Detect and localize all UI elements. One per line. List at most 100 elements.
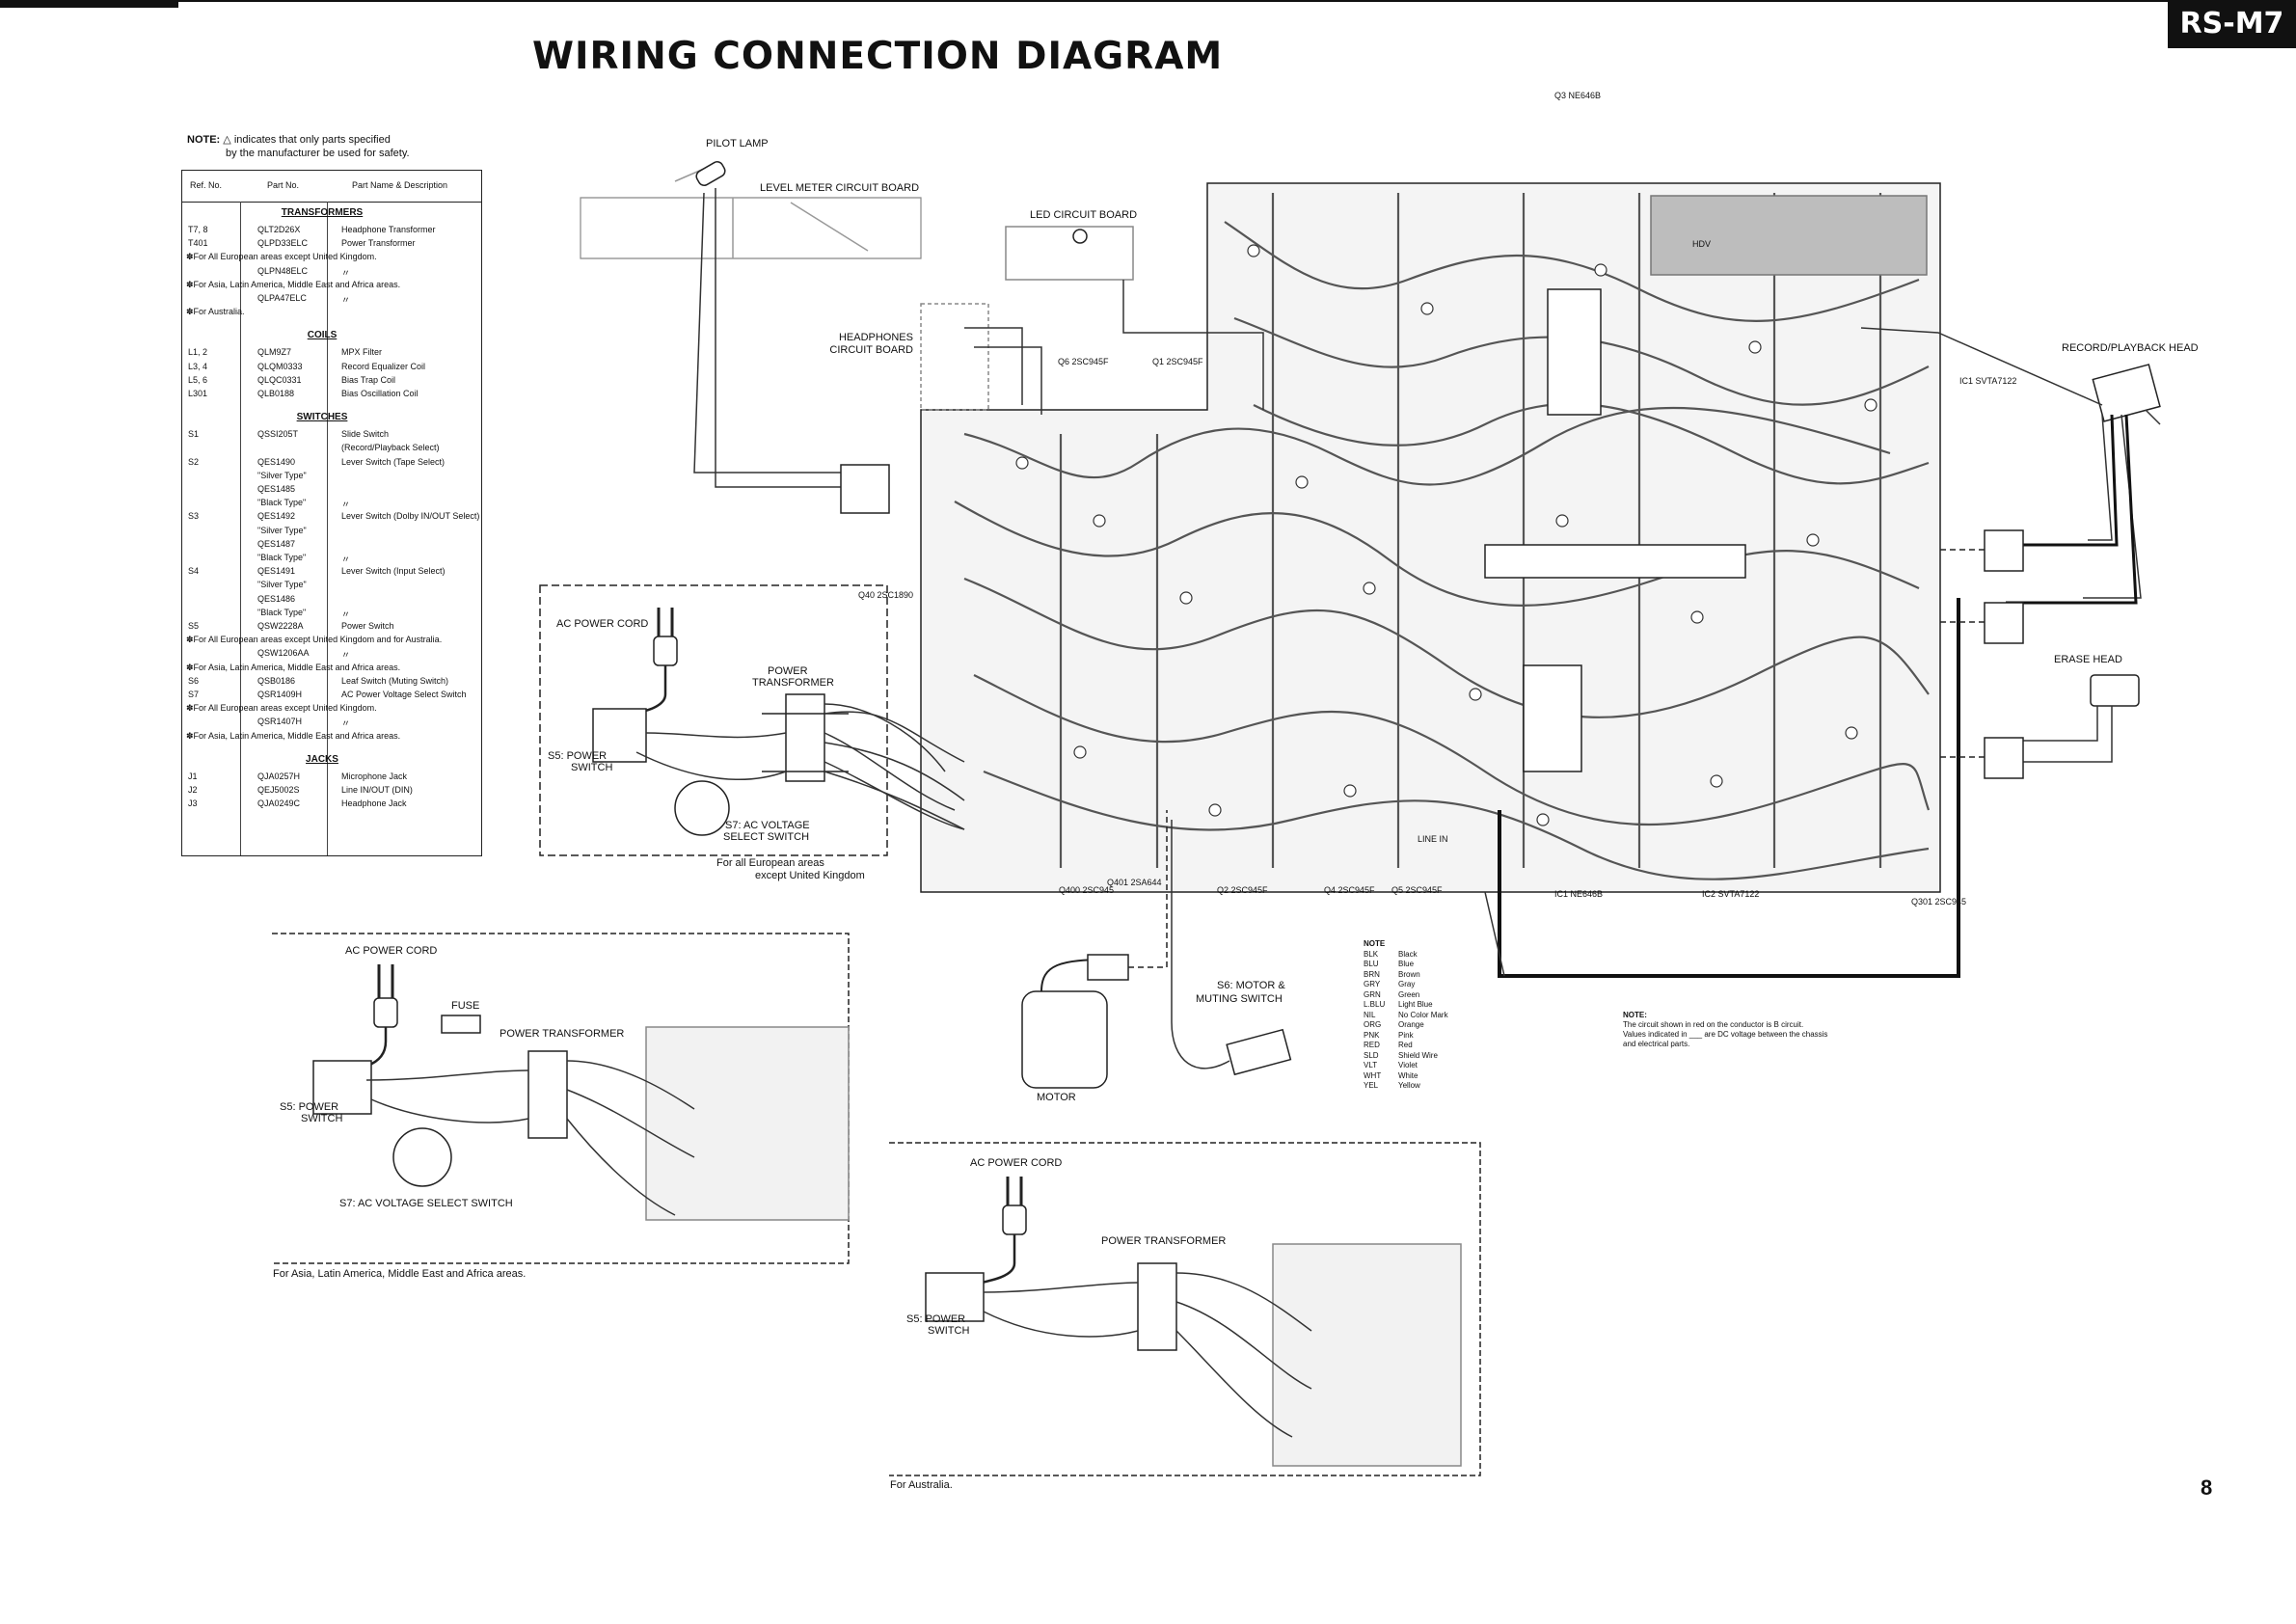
asia-s7-label: S7: AC VOLTAGE SELECT SWITCH [339,1198,513,1209]
fuse [441,1015,481,1034]
tag-q6: Q6 2SC945F [1058,357,1109,366]
parts-table-header: Ref. No. Part No. Part Name & Descriptio… [182,171,481,203]
s6-label-2: MUTING SWITCH [1196,993,1283,1005]
hdv-block [1650,195,1928,276]
table-cell: 〃 [341,609,351,619]
note-line2: by the manufacturer be used for safety. [226,148,410,159]
table-cell: S2 [188,456,200,467]
tag-q2: Q2 2SC945F [1217,885,1268,895]
leaf-wire [1484,891,1505,977]
warning-triangle-icon: △ [223,134,231,146]
pcb-pads [1015,244,1877,826]
table-cell: QES1490 [257,456,296,467]
legend-row: YEL Yellow [1364,1081,1448,1092]
legend-code: YEL [1364,1081,1379,1090]
legend-title: NOTE [1364,939,1386,948]
tag-q3: Q3 NE646B [1554,91,1602,100]
section-heading-jacks: JACKS [306,753,338,765]
australia-pcb-corner [1272,1243,1462,1467]
record-connector-2 [1984,602,2024,644]
table-cell: J2 [188,785,198,795]
table-note: ✽For All European areas except United Ki… [186,703,377,714]
table-cell: T401 [188,238,208,249]
col-desc: Part Name & Description [352,180,448,190]
level-meter-label: LEVEL METER CIRCUIT BOARD [760,182,920,194]
legend-meaning: Light Blue [1398,1000,1433,1009]
ic-block [1523,664,1582,772]
legend-code: RED [1364,1041,1380,1049]
parts-table: Ref. No. Part No. Part Name & Descriptio… [181,170,482,856]
table-note: ✽For Asia, Latin America, Middle East an… [186,730,401,741]
table-cell: "Silver Type" [257,525,307,535]
bottom-note-title: NOTE: [1623,1011,1647,1019]
table-cell: S7 [188,690,200,699]
legend-meaning: Black [1398,949,1418,959]
table-cell: QLPD33ELC [257,238,309,249]
table-cell: QSW2228A [257,621,304,631]
headphones-wire [964,327,1042,415]
tag-q301: Q301 2SC945 [1911,897,1967,907]
table-cell: QLQC0331 [257,374,302,385]
table-cell: S6 [188,675,200,686]
legend-code: SLD [1364,1050,1379,1060]
legend-meaning: Orange [1398,1020,1424,1029]
legend-code: PNK [1364,1030,1380,1040]
page-title: WIRING CONNECTION DIAGRAM [532,35,1224,78]
europe-s5-label-2: SWITCH [571,762,613,773]
tag-q400: Q400 2SC945 [1059,885,1115,895]
asia-voltage-switch [392,1127,452,1187]
legend-code: BLK [1364,949,1379,959]
table-cell: Microphone Jack [341,771,408,781]
table-cell: MPX Filter [341,347,383,358]
table-cell: (Record/Playback Select) [341,443,440,453]
erase-head [2090,674,2140,707]
asia-ac-cord-label: AC POWER CORD [345,945,438,957]
table-cell: 〃 [341,267,351,278]
table-cell: QES1487 [257,538,296,549]
australia-transformer [1137,1262,1177,1351]
top-rule-thin [178,0,2168,2]
ic-block [1547,288,1602,416]
legend-meaning: Gray [1398,980,1416,988]
table-cell: QLPA47ELC [257,293,307,303]
bottom-note: NOTE: The circuit shown in red on the co… [1623,1011,1864,1049]
legend-meaning: No Color Mark [1398,1010,1448,1019]
erase-head-label: ERASE HEAD [2054,654,2122,665]
col-divider [240,202,241,855]
pilot-lamp [695,161,726,186]
legend-meaning: Shield Wire [1398,1050,1438,1060]
table-cell: Line IN/OUT (DIN) [341,785,413,795]
ic-strip [1484,544,1746,579]
europe-voltage-switch [674,780,730,836]
col-ref: Ref. No. [190,180,223,190]
table-cell: L301 [188,389,208,398]
australia-transformer-label: POWER TRANSFORMER [1101,1235,1227,1247]
table-cell: QLQM0333 [257,361,303,371]
safety-note: NOTE: △ indicates that only parts specif… [187,133,410,160]
australia-inset [889,1142,1481,1476]
table-cell: "Silver Type" [257,580,307,590]
table-cell: Headphone Jack [341,798,407,809]
europe-s7-label-1: S7: AC VOLTAGE [725,820,810,831]
table-cell: Lever Switch (Dolby IN/OUT Select) [341,511,480,522]
europe-inset [539,584,888,856]
legend-row: SLD Shield Wire [1364,1051,1448,1062]
record-head [2092,364,2161,422]
table-cell: QES1486 [257,593,296,604]
record-head-wire [1860,327,2161,599]
table-cell: S3 [188,511,200,522]
legend-meaning: Yellow [1398,1081,1420,1090]
table-cell: AC Power Voltage Select Switch [341,690,467,699]
table-cell: "Black Type" [257,553,307,562]
table-cell: "Black Type" [257,498,307,508]
legend-meaning: Violet [1398,1061,1418,1069]
note-line1: indicates that only parts specified [233,134,391,146]
fuse-label: FUSE [451,1000,480,1012]
